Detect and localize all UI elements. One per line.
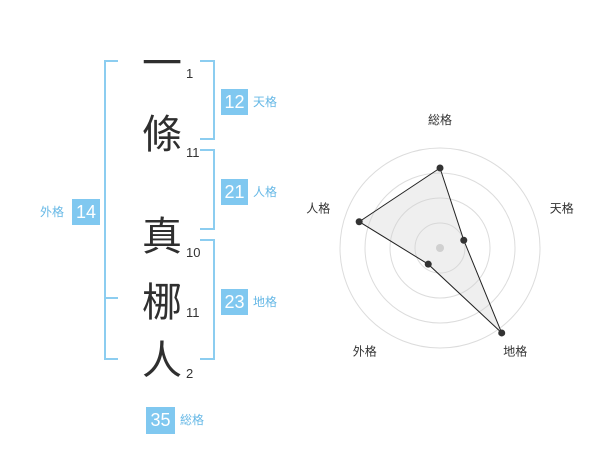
stroke-count-5: 2 (186, 366, 194, 381)
jinkaku-bracket (200, 149, 215, 230)
radar-axis-label-4: 外格 (353, 344, 377, 359)
radar-series-polygon (358, 167, 503, 334)
tenkaku-value: 12 (221, 89, 248, 115)
stroke-count-1: 1 (186, 66, 194, 81)
tenkaku-bracket (200, 60, 215, 140)
soukaku-label: 総格 (180, 413, 205, 427)
stroke-count-2: 11 (186, 145, 200, 160)
name-char-1: 一 (142, 41, 182, 87)
radar-ring-1 (414, 222, 466, 274)
radar-ring-3 (364, 172, 516, 324)
gaikaku-bracket-notch (104, 297, 118, 299)
tenkaku-label: 天格 (253, 95, 278, 109)
name-char-3: 真 (142, 214, 182, 260)
chikaku-bracket (200, 239, 215, 360)
name-char-2: 條 (142, 112, 182, 158)
gaikaku-bracket (104, 60, 118, 360)
radar-axis-label-1: 総格 (428, 112, 452, 127)
radar-axis-label-5: 人格 (306, 200, 330, 215)
radar-ring-4 (339, 147, 541, 349)
radar-ring-2 (389, 197, 491, 299)
chikaku-label: 地格 (253, 295, 278, 309)
jinkaku-label: 人格 (253, 185, 278, 199)
radar-axis-label-2: 天格 (550, 200, 574, 215)
radar-point-5 (355, 218, 363, 226)
radar-point-2 (460, 236, 468, 244)
gaikaku-label: 外格 (40, 205, 65, 219)
soukaku-value: 35 (146, 407, 175, 434)
chikaku-value: 23 (221, 289, 248, 315)
name-char-4: 梛 (142, 280, 182, 326)
radar-point-3 (498, 329, 506, 337)
radar-axis-label-3: 地格 (503, 344, 527, 359)
gaikaku-value: 14 (72, 199, 100, 225)
jinkaku-value: 21 (221, 179, 248, 205)
radar-center-dot (436, 244, 444, 252)
radar-point-1 (436, 164, 444, 172)
radar-point-4 (424, 260, 432, 268)
stroke-count-3: 10 (186, 245, 201, 260)
name-char-5: 人 (142, 338, 182, 384)
stroke-count-4: 11 (186, 305, 200, 320)
